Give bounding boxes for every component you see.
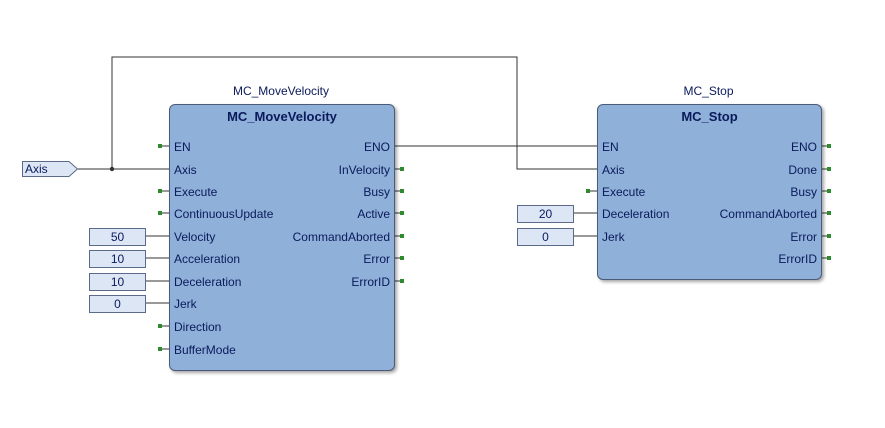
axis-variable-label: Axis — [25, 162, 48, 176]
block2-output-errorid[interactable]: ErrorID — [778, 252, 817, 266]
block2-type-title: MC_Stop — [681, 109, 738, 124]
pin-markers — [158, 144, 831, 351]
block1-input-direction[interactable]: Direction — [174, 320, 222, 334]
acceleration-value-box[interactable]: 10 — [89, 250, 146, 268]
velocity-value-box[interactable]: 50 — [89, 228, 146, 246]
axis-branch-wire — [111, 56, 597, 170]
block2-output-commandaborted[interactable]: CommandAborted — [719, 207, 817, 221]
block1-output-active[interactable]: Active — [357, 207, 390, 221]
block1-input-continuousupdate[interactable]: ContinuousUpdate — [174, 207, 274, 221]
block2-instance-name: MC_Stop — [683, 84, 734, 98]
block1-output-errorid[interactable]: ErrorID — [351, 275, 390, 289]
deceleration-value-box[interactable]: 10 — [89, 273, 146, 291]
block1-output-invelocity[interactable]: InVelocity — [338, 163, 390, 177]
block2-output-done[interactable]: Done — [788, 163, 817, 177]
block2-output-eno[interactable]: ENO — [790, 140, 817, 154]
block1-input-acceleration[interactable]: Acceleration — [174, 252, 241, 266]
block1-input-axis[interactable]: Axis — [174, 163, 197, 177]
block1-type-title: MC_MoveVelocity — [227, 109, 337, 124]
block2-output-busy[interactable]: Busy — [790, 185, 817, 199]
block1-input-velocity[interactable]: Velocity — [174, 230, 216, 244]
block2-input-jerk[interactable]: Jerk — [602, 230, 625, 244]
block2-output-error[interactable]: Error — [790, 230, 817, 244]
block2-input-deceleration[interactable]: Deceleration — [602, 207, 670, 221]
block1-input-buffermode[interactable]: BufferMode — [174, 343, 236, 357]
mc-movevelocity-block[interactable]: MC_MoveVelocity EN Axis Execute Continuo… — [169, 104, 395, 371]
block1-output-error[interactable]: Error — [363, 252, 390, 266]
junction-dot — [109, 166, 115, 172]
block1-input-jerk[interactable]: Jerk — [174, 297, 197, 311]
block1-output-eno[interactable]: ENO — [363, 140, 390, 154]
tag-shape — [22, 161, 78, 177]
block1-instance-name: MC_MoveVelocity — [232, 84, 330, 98]
block1-input-en[interactable]: EN — [174, 140, 191, 154]
block1-output-busy[interactable]: Busy — [363, 185, 390, 199]
block1-input-deceleration[interactable]: Deceleration — [174, 275, 242, 289]
block1-input-execute[interactable]: Execute — [174, 185, 218, 199]
block2-input-en[interactable]: EN — [602, 140, 619, 154]
stop-deceleration-value-box[interactable]: 20 — [517, 205, 574, 223]
jerk-value-box[interactable]: 0 — [89, 295, 146, 313]
stop-jerk-value-box[interactable]: 0 — [517, 228, 574, 246]
mc-stop-block[interactable]: MC_Stop EN Axis Execute Deceleration Jer… — [597, 104, 822, 280]
axis-variable-tag[interactable]: Axis — [22, 161, 78, 177]
block2-input-execute[interactable]: Execute — [602, 185, 646, 199]
block1-output-commandaborted[interactable]: CommandAborted — [292, 230, 390, 244]
block2-input-axis[interactable]: Axis — [602, 163, 625, 177]
